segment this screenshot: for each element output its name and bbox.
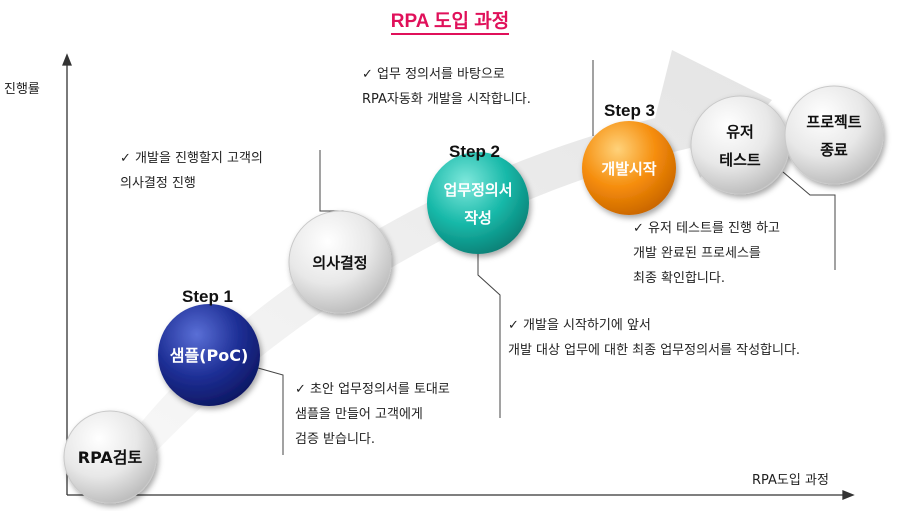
node-project-end-circle <box>784 85 884 185</box>
node-sample-poc-label: 샘플(PoC) <box>169 346 249 365</box>
note-test: ✓ 유저 테스트를 진행 하고 개발 완료된 프로세스를 최종 확인합니다. <box>633 221 781 286</box>
node-spec-writing-label: 업무정의서 작성 <box>443 181 513 227</box>
node-decision-label: 의사결정 <box>312 254 368 272</box>
node-spec-writing-circle <box>427 152 529 254</box>
diagram-title: RPA 도입 과정 <box>0 6 900 35</box>
step-1-label: Step 1 <box>182 287 234 306</box>
axes <box>62 53 855 500</box>
node-rpa-review-circle <box>63 410 157 504</box>
node-decision-circle <box>288 210 392 314</box>
note-decision: ✓ 개발을 진행할지 고객의 의사결정 진행 <box>120 151 263 191</box>
step-3-label: Step 3 <box>604 101 656 120</box>
node-dev-start-circle <box>582 121 676 215</box>
node-sample-poc-circle <box>158 304 260 406</box>
note-poc: ✓ 초안 업무정의서를 토대로 샘플을 만들어 고객에게 검증 받습니다. <box>295 382 450 447</box>
node-rpa-review-label: RPA검토 <box>77 448 143 467</box>
step-2-label: Step 2 <box>449 142 501 161</box>
leader-lines <box>257 60 836 455</box>
y-axis-label: 진행률 <box>4 82 40 97</box>
node-project-end-label: 프로젝트 종료 <box>806 113 862 159</box>
nodes <box>63 85 884 504</box>
note-spec: ✓ 개발을 시작하기에 앞서 개발 대상 업무에 대한 최종 업무정의서를 작성… <box>508 318 801 358</box>
node-dev-start-label: 개발시작 <box>601 160 657 178</box>
node-user-test-label: 유저 테스트 <box>719 123 761 169</box>
note-dev: ✓ 업무 정의서를 바탕으로 RPA자동화 개발을 시작합니다. <box>362 67 531 107</box>
x-axis-label: RPA도입 과정 <box>752 473 829 488</box>
